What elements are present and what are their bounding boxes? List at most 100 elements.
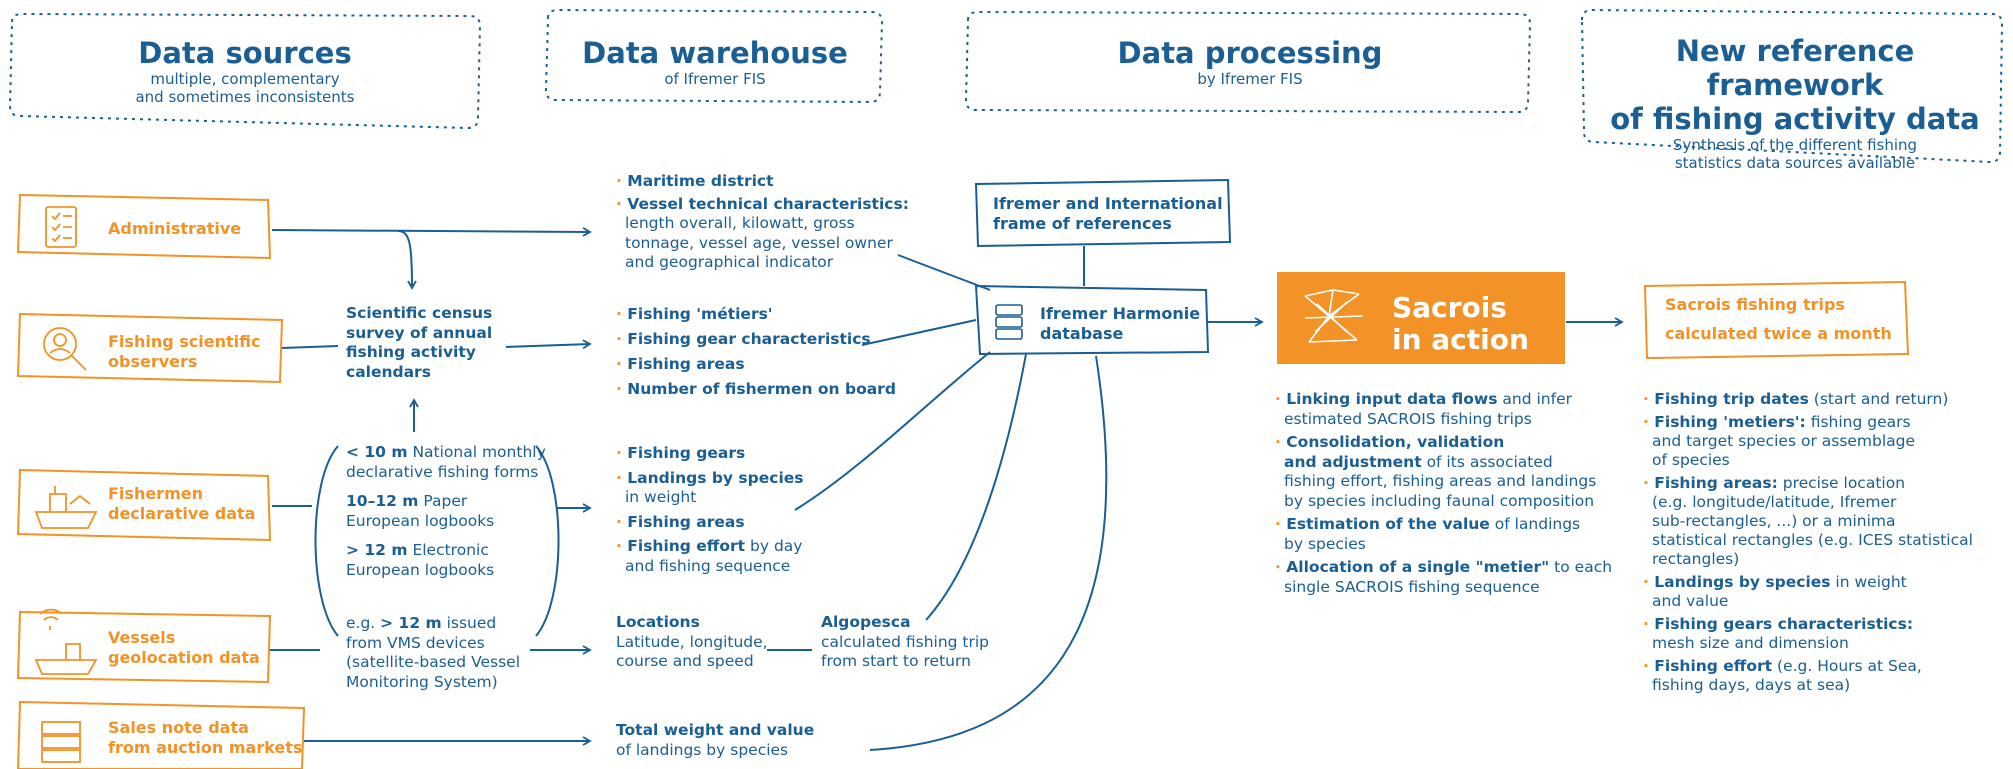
frame-refs-line: frame of references xyxy=(993,214,1172,233)
checklist-icon xyxy=(45,206,77,248)
observer-item: Number of fishermen on board xyxy=(627,380,896,398)
vms-text: from VMS devices xyxy=(346,633,485,652)
output-detail: precise location xyxy=(1777,474,1906,492)
output-title: Fishing trip dates xyxy=(1654,390,1809,408)
form-type: European logbooks xyxy=(346,511,495,530)
warehouse-admin: · Maritime district · Vessel technical c… xyxy=(616,172,909,271)
magnifier-icon xyxy=(43,327,87,371)
total-weight-title: Total weight and value xyxy=(616,721,815,739)
frame-refs-line: Ifremer and International xyxy=(993,194,1223,213)
step-detail: by species xyxy=(1284,534,1366,553)
output-title: Fishing gears characteristics: xyxy=(1654,615,1914,633)
source-label: Fishing scientific xyxy=(108,332,261,351)
step-detail: single SACROIS fishing sequence xyxy=(1284,577,1540,596)
sacrois-title: Sacrois in action xyxy=(1392,292,1529,356)
locations: Locations Latitude, longitude, course an… xyxy=(616,613,768,672)
census-line: survey of annual xyxy=(346,323,493,342)
form-type: European logbooks xyxy=(346,560,495,579)
harmonie-line: Ifremer Harmonie xyxy=(1040,304,1201,323)
source-label: observers xyxy=(108,352,198,371)
output-detail: statistical rectangles (e.g. ICES statis… xyxy=(1652,531,1973,549)
source-frames xyxy=(16,193,1910,769)
step-detail: of its associated xyxy=(1421,452,1553,471)
trips-line: Sacrois fishing trips xyxy=(1665,295,1845,314)
observer-item: Fishing 'métiers' xyxy=(627,305,773,323)
reference-outputs: · Fishing trip dates (start and return) … xyxy=(1643,390,1973,694)
algopesca-title: Algopesca xyxy=(821,613,911,631)
step-title: and adjustment xyxy=(1284,452,1422,471)
source-label: Fishermen xyxy=(108,484,203,503)
source-label: Sales note data xyxy=(108,718,249,737)
output-title: Fishing areas: xyxy=(1654,474,1778,492)
step-title: Allocation of a single "metier" xyxy=(1286,558,1550,576)
form-type: National monthly xyxy=(407,443,546,461)
locations-title: Locations xyxy=(616,613,700,631)
vessel-tech-detail: length overall, kilowatt, gross xyxy=(625,214,855,232)
database-icon xyxy=(995,304,1023,340)
harmonie-database-box: Ifremer Harmonie database xyxy=(1040,304,1200,344)
vms-prefix: e.g. xyxy=(346,614,381,632)
total-weight: Total weight and value of landings by sp… xyxy=(616,721,814,760)
header-title: Data processing xyxy=(1117,36,1383,70)
sacrois-line: in action xyxy=(1392,323,1529,356)
fishing-effort: Fishing effort xyxy=(627,537,746,555)
output-detail: sub-rectangles, ...) or a minima xyxy=(1652,512,1896,530)
header-data-sources: Data sources multiple, complementary and… xyxy=(30,36,460,106)
source-label: declarative data xyxy=(108,504,256,523)
header-title: Data sources xyxy=(138,36,352,70)
satellite-boat-icon xyxy=(34,608,98,675)
vessel-tech: Vessel technical characteristics: xyxy=(627,194,909,213)
vessel-tech-detail: and geographical indicator xyxy=(625,253,834,271)
header-title: of fishing activity data xyxy=(1610,102,1980,136)
header-data-warehouse: Data warehouse of Ifremer FIS xyxy=(550,36,880,88)
crates-icon xyxy=(41,721,81,763)
vms-text: (satellite-based Vessel xyxy=(346,653,521,671)
output-detail: of species xyxy=(1652,451,1730,469)
output-detail: (start and return) xyxy=(1808,390,1949,408)
header-subtitle: multiple, complementary xyxy=(150,70,340,88)
census-line: calendars xyxy=(346,362,431,381)
sacrois-trips-box: Sacrois fishing trips calculated twice a… xyxy=(1665,290,1892,348)
fishing-areas: Fishing areas xyxy=(627,512,745,531)
output-detail: and target species or assemblage xyxy=(1652,432,1916,450)
locations-detail: course and speed xyxy=(616,652,754,670)
step-detail: and infer xyxy=(1497,390,1572,408)
fishing-gears: Fishing gears xyxy=(627,444,746,462)
output-detail: and value xyxy=(1652,592,1729,610)
census-survey: Scientific census survey of annual fishi… xyxy=(346,304,492,382)
blue-boxes xyxy=(974,178,1232,356)
census-line: Scientific census xyxy=(346,304,493,322)
source-label: from auction markets xyxy=(108,738,303,757)
observer-item: Fishing areas xyxy=(627,355,745,373)
warehouse-declarative: · Fishing gears · Landings by species in… xyxy=(616,444,804,575)
step-detail: to each xyxy=(1549,558,1613,576)
maritime-district: Maritime district xyxy=(627,172,774,190)
header-frames xyxy=(8,8,2004,164)
algopesca: Algopesca calculated fishing trip from s… xyxy=(821,613,989,672)
source-label: Vessels xyxy=(108,628,176,647)
output-detail: (e.g. Hours at Sea, xyxy=(1772,657,1922,675)
step-title: Linking input data flows xyxy=(1286,390,1498,408)
arrows xyxy=(270,227,1624,751)
output-title: Fishing 'metiers': xyxy=(1654,413,1806,431)
frame-of-references-box: Ifremer and International frame of refer… xyxy=(993,194,1223,234)
vms-text: issued xyxy=(441,614,497,632)
vessel-size: 10–12 m xyxy=(346,492,419,510)
output-detail: mesh size and dimension xyxy=(1652,634,1849,652)
output-detail: in weight xyxy=(1830,573,1907,591)
source-declarative-data: Fishermen declarative data xyxy=(108,484,255,524)
output-detail: fishing days, days at sea) xyxy=(1652,676,1851,694)
form-type: Paper xyxy=(418,492,468,510)
header-reference-framework: New reference framework of fishing activ… xyxy=(1585,34,2005,172)
step-detail: fishing effort, fishing areas and landin… xyxy=(1284,472,1597,490)
step-detail: estimated SACROIS fishing trips xyxy=(1284,409,1532,428)
step-detail: of landings xyxy=(1489,515,1581,533)
vessel-size: > 12 m xyxy=(346,541,408,559)
fishing-boat-icon xyxy=(34,486,98,529)
header-data-processing: Data processing by Ifremer FIS xyxy=(970,36,1530,88)
output-detail: rectangles) xyxy=(1652,550,1740,568)
output-title: Landings by species xyxy=(1654,573,1831,591)
output-detail: fishing gears xyxy=(1805,413,1911,431)
landings-detail: in weight xyxy=(625,488,697,506)
